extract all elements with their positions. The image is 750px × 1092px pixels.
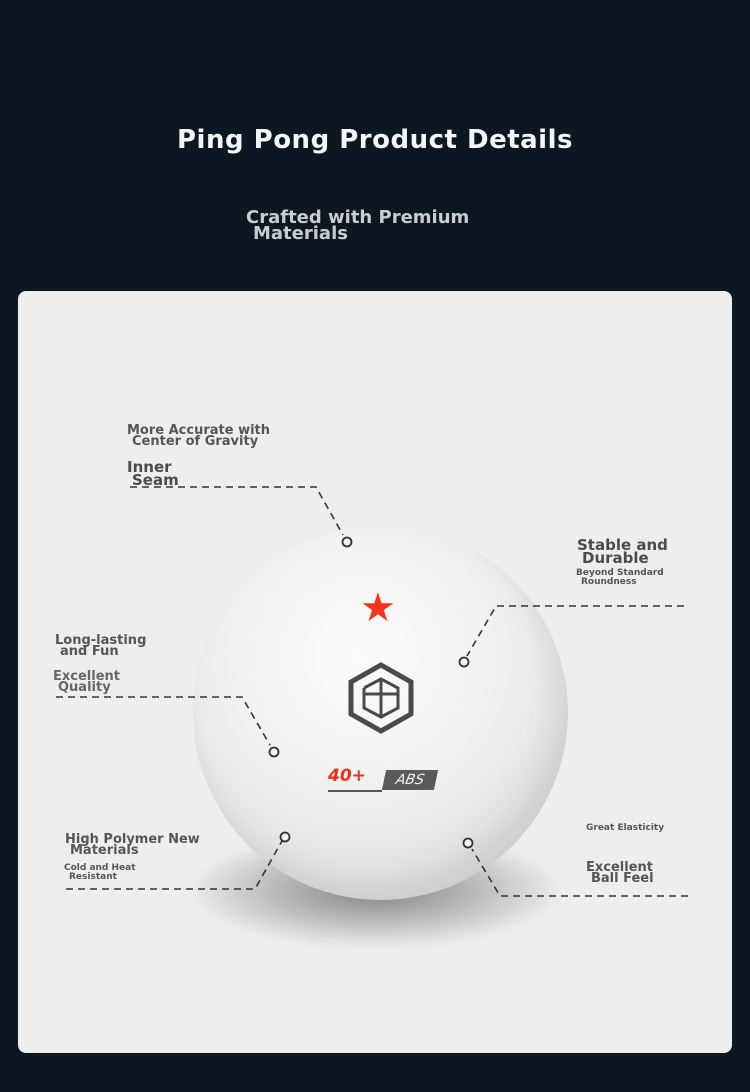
rating-label: 40+ — [328, 766, 366, 786]
annotation-heat-resistant: Cold and Heat Resistant — [64, 863, 136, 882]
callout-line-elasticity — [471, 848, 688, 897]
callout-dot-inner-seam — [341, 536, 353, 548]
callout-dot-polymer — [279, 831, 291, 843]
callout-dot-stable — [458, 656, 470, 668]
subtitle-line-1: Crafted with Premium — [246, 207, 470, 228]
page-title: Ping Pong Product Details — [177, 125, 573, 155]
callout-line-stable — [466, 605, 684, 657]
callout-dot-long-lasting — [268, 746, 280, 758]
annotation-center-gravity: More Accurate with Center of Gravity — [127, 423, 271, 449]
callout-dot-elasticity — [462, 837, 474, 849]
rating-underline — [328, 790, 382, 792]
subtitle-line-2: Materials — [253, 223, 348, 244]
page-subtitle: Crafted with Premium Materials — [246, 207, 546, 244]
annotation-great-elasticity: Great Elasticity — [586, 823, 665, 833]
annotation-polymer: High Polymer New Materials — [65, 832, 200, 858]
brand-logo-icon — [348, 662, 414, 734]
callout-line-inner-seam — [130, 486, 344, 536]
annotation-excellent-quality: Excellent Quality — [53, 669, 120, 695]
annotation-stable-durable: Stable and Durable — [577, 536, 668, 567]
star-icon: ★ — [360, 586, 396, 630]
annotation-ball-feel: Excellent Ball Feel — [586, 860, 654, 886]
callout-line-polymer — [66, 840, 283, 890]
annotation-inner-seam: Inner Seam — [127, 458, 179, 489]
annotation-long-lasting: Long-lasting and Fun — [55, 633, 147, 659]
callout-line-long-lasting — [56, 696, 271, 746]
annotation-roundness: Beyond Standard Roundness — [576, 568, 664, 587]
